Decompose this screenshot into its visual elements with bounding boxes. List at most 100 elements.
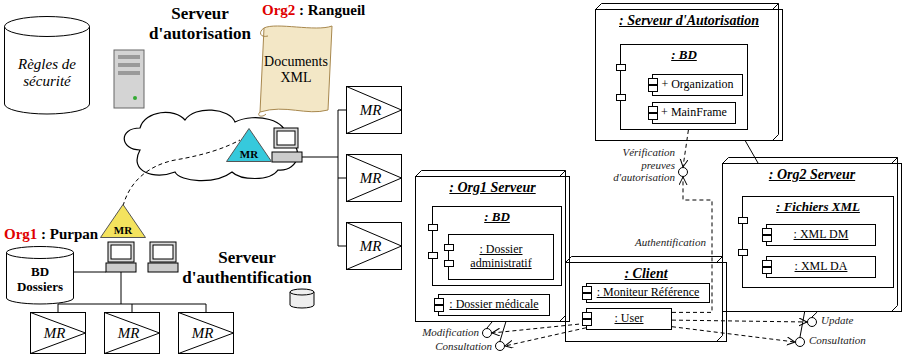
- dependency-arrow: [492, 323, 586, 333]
- component-tab: [738, 249, 748, 256]
- node-text: : Client: [566, 266, 726, 282]
- component-tab: [648, 78, 658, 85]
- monitor-frame: [347, 223, 402, 270]
- node-text: + MainFrame: [657, 106, 731, 120]
- node-text: : Serveur d'Autorisation: [596, 13, 782, 29]
- deployment-node: : BD: Dossier administratif: [432, 206, 562, 286]
- node-text: MR: [360, 170, 382, 187]
- node-text: : Moniteur Référence: [593, 286, 704, 300]
- node-text: Consultation: [809, 334, 866, 347]
- component-tab: [616, 64, 626, 71]
- association-line: [500, 322, 506, 341]
- component-tab: [444, 244, 454, 251]
- monitor-wedge: [179, 313, 234, 354]
- edge-label: Authentification: [635, 236, 706, 249]
- caption-label: Org2: [262, 2, 295, 19]
- monitor-wedge: [105, 313, 160, 354]
- node-text: Update: [821, 314, 853, 327]
- component-tab: [762, 228, 772, 235]
- component-box: : XML DA: [766, 256, 876, 278]
- interface-circle: [679, 168, 688, 177]
- node-shape: [495, 341, 505, 351]
- cylinder-body: [5, 26, 90, 114]
- shape-node: MR: [178, 312, 234, 354]
- shape-node: MR: [100, 204, 146, 238]
- deployment-node: : Fichiers XML : XML DM : XML DA: [742, 196, 894, 288]
- triangle-shape: [227, 129, 272, 162]
- component-box: + MainFrame: [652, 102, 736, 124]
- authorization-server-icon: [114, 50, 144, 108]
- node-text: : Fichiers XML: [743, 199, 893, 215]
- node-text: MR: [226, 148, 272, 160]
- node-3d-edge: [717, 257, 723, 263]
- shape-node: BD Dossiers: [6, 246, 74, 304]
- component-tab: [428, 224, 438, 231]
- component-tab: [762, 260, 772, 267]
- deployment-node: : Client : Moniteur Référence : User: [565, 262, 727, 342]
- shape-node: Update: [807, 317, 817, 327]
- node-text: + Organization: [657, 78, 737, 92]
- node-text: Modification: [422, 326, 479, 339]
- node-text: Documents XML: [261, 54, 331, 86]
- component-tab: [762, 235, 772, 242]
- deployment-node: : Org1 Serveur : BD: Dossier administrati…: [415, 176, 570, 322]
- caption-label: Serveur d'authentification: [176, 248, 318, 287]
- triangle-shape: [101, 205, 146, 238]
- node-text: : BD: [433, 209, 561, 225]
- association-line: [745, 141, 758, 163]
- component-tab: [616, 94, 626, 101]
- cylinder-top: [5, 17, 90, 37]
- deployment-node: : Serveur d'Autorisation : BD + Organizati…: [595, 9, 783, 141]
- component-tab: [434, 298, 444, 305]
- node-shape: [678, 167, 688, 177]
- association-line: [800, 312, 805, 337]
- component-tab: [434, 305, 444, 312]
- node-text: MR: [360, 102, 382, 119]
- node-text: : User: [611, 312, 648, 326]
- interface-circle: [483, 329, 492, 338]
- node-text: MR: [100, 224, 146, 236]
- dependency-arrow: [505, 328, 586, 346]
- component-tab: [582, 293, 592, 300]
- component-tab: [648, 113, 658, 120]
- monitor-frame: [105, 313, 160, 354]
- dependency-arrow: [683, 130, 688, 167]
- shape-node: Modification: [482, 328, 492, 338]
- component-tab: [582, 286, 592, 293]
- org1-computers: [106, 242, 178, 272]
- node-text: Règles de sécurité: [11, 56, 83, 89]
- caption-label: : Rangueil: [299, 2, 365, 19]
- shape-node: Consultation: [495, 341, 505, 351]
- cylinder-top: [7, 247, 74, 259]
- node-shape: [482, 328, 492, 338]
- component-tab: [582, 312, 592, 319]
- component-tab: [648, 85, 658, 92]
- node-text: : Org1 Serveur: [416, 180, 569, 196]
- secure-link: [123, 140, 240, 206]
- deployment-node: : BD + Organization + MainFrame: [620, 44, 748, 130]
- component-tab: [648, 106, 658, 113]
- shape-node: Règles de sécurité: [4, 16, 90, 114]
- node-text: : XML DA: [791, 260, 852, 274]
- node-text: : BD: [621, 47, 747, 63]
- component-tab: [762, 267, 772, 274]
- shape-node: MR: [346, 222, 402, 270]
- node-text: : XML DM: [790, 228, 853, 242]
- interface-circle: [796, 338, 805, 347]
- node-text: MR: [192, 325, 214, 342]
- node-shape: [795, 337, 805, 347]
- component-tab: [444, 260, 454, 267]
- node-text: : Org2 Serveur: [723, 167, 901, 183]
- monitor-frame: [347, 87, 402, 134]
- node-text: Consultation: [435, 340, 492, 353]
- node-text: BD Dossiers: [12, 265, 68, 294]
- shape-node: MR: [346, 86, 402, 134]
- monitor-frame: [179, 313, 234, 354]
- interface-circle: [496, 342, 505, 351]
- node-text: MR: [44, 325, 66, 342]
- component-tab: [428, 252, 438, 259]
- node-text: : Dossier médicale: [445, 298, 542, 312]
- dependency-arrow: [672, 320, 807, 322]
- shape-node: MR: [226, 128, 272, 162]
- caption-label: Serveur d'autorisation: [140, 4, 260, 43]
